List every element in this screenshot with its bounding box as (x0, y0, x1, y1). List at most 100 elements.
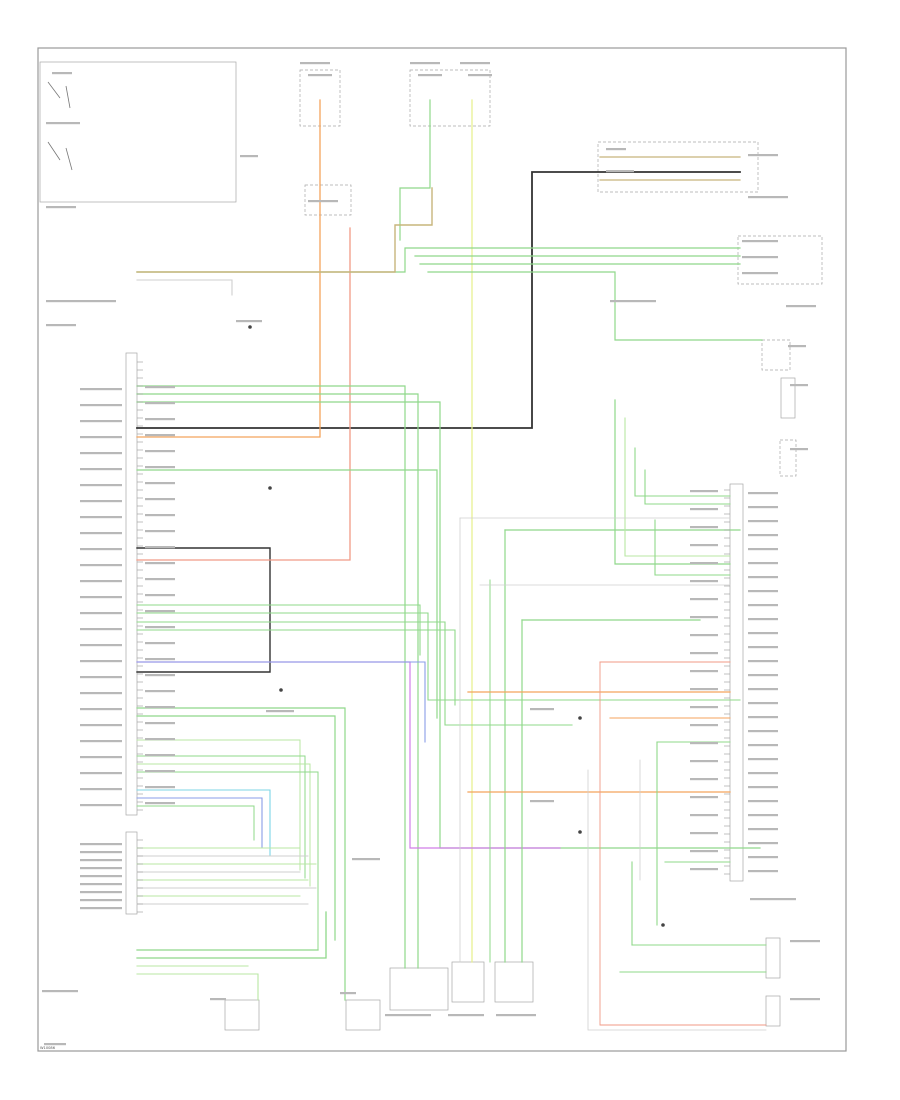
wire-code-label-68 (145, 450, 175, 453)
amp-wire-code-106 (690, 760, 718, 763)
wire-green-l7 (136, 805, 255, 841)
wire-code-label-72 (145, 514, 175, 517)
wire-code-label-80 (145, 642, 175, 645)
amp-pin-label-62 (748, 856, 778, 859)
amp-pin-label-53 (748, 730, 778, 733)
fuse-junction-box (304, 184, 352, 216)
radio-pin-label-20 (80, 708, 122, 711)
radio-pin-label-23 (80, 756, 122, 759)
component-label-121 (418, 74, 442, 77)
radio-lower-box (125, 831, 138, 915)
amp-pin-label-55 (748, 758, 778, 761)
amp-pin-label-52 (748, 716, 778, 719)
wire-code-label-90 (145, 802, 175, 805)
amp-wire-code-91 (690, 490, 718, 493)
steering-switch-contacts (47, 81, 73, 171)
amp-pin-label-45 (748, 618, 778, 621)
rear-seat-box (779, 439, 797, 477)
wire-code-label-77 (145, 594, 175, 597)
radio-pin-label-17 (80, 660, 122, 663)
component-label-149 (352, 858, 380, 861)
radio-pin-label-22 (80, 740, 122, 743)
amp-wire-code-107 (690, 778, 718, 781)
component-label-113 (300, 62, 330, 65)
wire-code-label-70 (145, 482, 175, 485)
amp-wire-code-110 (690, 832, 718, 835)
wire-cyan-1 (136, 789, 271, 857)
amp-wire-code-103 (690, 706, 718, 709)
wire-blue-1 (136, 661, 426, 743)
radio-pin-label-5 (80, 468, 122, 471)
switch-contact-4 (65, 147, 73, 171)
amp-pin-label-51 (748, 702, 778, 705)
amp-wire-code-93 (690, 526, 718, 529)
wire-code-label-65 (145, 402, 175, 405)
switch-contact-3 (47, 141, 61, 161)
component-label-133 (790, 384, 808, 387)
amp-pin-label-59 (748, 814, 778, 817)
dashed-boxes (299, 69, 823, 477)
wire-code-label-84 (145, 706, 175, 709)
wire-green-r9 (644, 469, 731, 505)
amp-wire-code-97 (690, 598, 718, 601)
wire-code-label-79 (145, 626, 175, 629)
ground-g6 (268, 486, 272, 490)
amp-pin-label-37 (748, 506, 778, 509)
radio-lower-pin-label-35 (80, 907, 122, 910)
component-label-142 (496, 1014, 536, 1017)
radio-pin-label-10 (80, 548, 122, 551)
component-label-150 (308, 200, 338, 203)
amp-pin-label-39 (748, 534, 778, 537)
radio-pin-label-6 (80, 484, 122, 487)
component-label-152 (44, 1043, 66, 1046)
wire-black-bus (136, 171, 741, 429)
wire-green-r6 (614, 399, 731, 565)
amp-pin-label-44 (748, 604, 778, 607)
amp-wire-code-95 (690, 562, 718, 565)
component-label-125 (748, 154, 778, 157)
wire-code-label-71 (145, 498, 175, 501)
wire-green-l1 (136, 707, 346, 1001)
fuse-box-top-middle (409, 69, 491, 127)
wire-code-label-88 (145, 770, 175, 773)
wire-code-label-66 (145, 418, 175, 421)
component-label-136 (46, 324, 76, 327)
wire-group (136, 99, 767, 1031)
wire-green-r7 (624, 417, 731, 557)
radio-pin-label-19 (80, 692, 122, 695)
cd-changer-connector-box (389, 967, 449, 1011)
wire-orange-feed (136, 99, 321, 438)
wire-code-label-78 (145, 610, 175, 613)
wire-green-l9 (136, 911, 327, 959)
wire-green-r10 (654, 519, 731, 576)
wire-green-s1 (136, 604, 421, 656)
amp-wire-code-105 (690, 742, 718, 745)
component-label-144 (790, 940, 820, 943)
radio-pin-label-9 (80, 532, 122, 535)
radio-pin-label-1 (80, 404, 122, 407)
radio-pin-label-11 (80, 564, 122, 567)
component-label-145 (790, 998, 820, 1001)
amp-pin-label-57 (748, 786, 778, 789)
amp-pin-label-40 (748, 548, 778, 551)
radio-pin-label-24 (80, 772, 122, 775)
wire-black-2 (136, 547, 271, 673)
component-label-117 (46, 122, 80, 125)
wire-code-label-64 (145, 386, 175, 389)
amp-pin-label-60 (748, 828, 778, 831)
wire-green-l6 (136, 771, 319, 951)
switch-contact-1 (47, 81, 61, 99)
wire-code-label-81 (145, 658, 175, 661)
right-speaker-box (494, 961, 534, 1003)
wire-code-label-69 (145, 466, 175, 469)
label-group (42, 62, 820, 1046)
radio-pin-label-4 (80, 452, 122, 455)
wire-gray-1 (136, 279, 233, 296)
wire-gray-5 (587, 769, 767, 1031)
amp-wire-code-101 (690, 670, 718, 673)
radio-lower-pin-label-31 (80, 875, 122, 878)
wire-code-label-89 (145, 786, 175, 789)
component-label-124 (606, 170, 634, 173)
component-label-132 (788, 345, 806, 348)
